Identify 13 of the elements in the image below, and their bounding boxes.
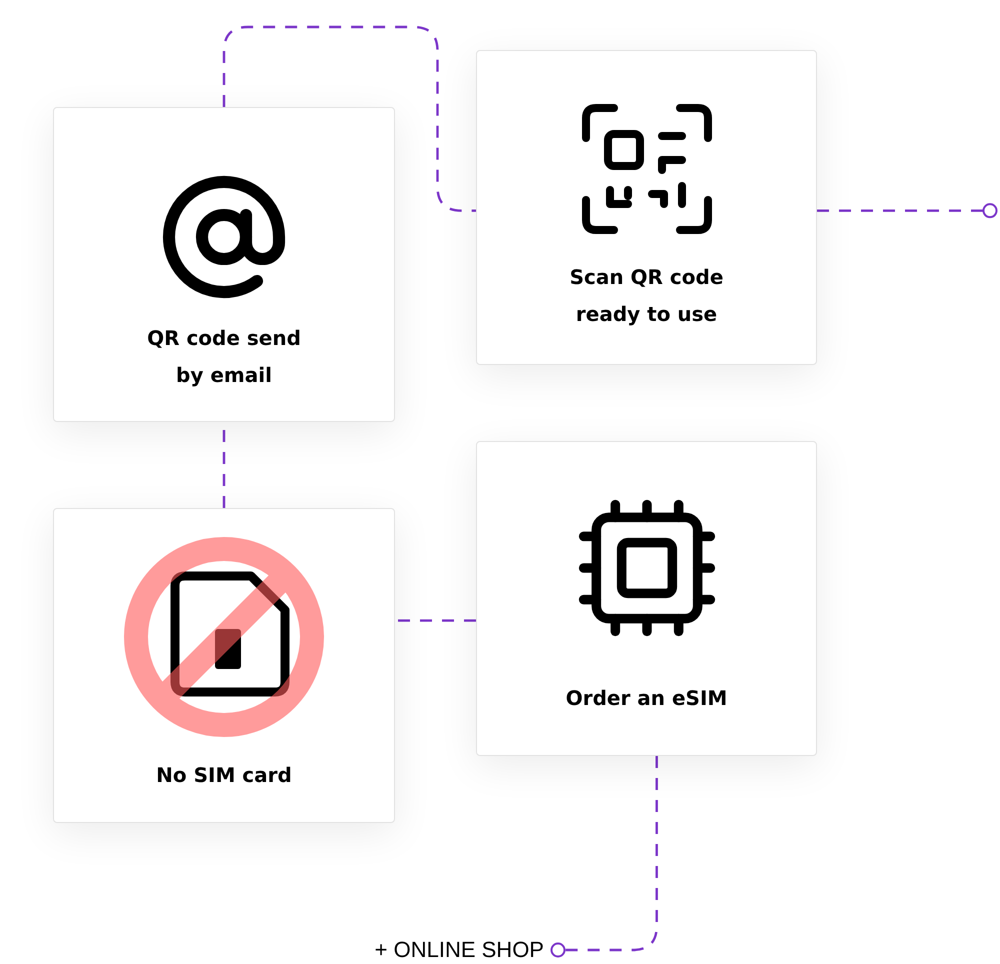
dashed-connector [817, 203, 998, 218]
step-label: No SIM card [156, 762, 292, 789]
step-card [53, 508, 395, 823]
node-label: + ONLINE SHOP [374, 936, 545, 964]
step-card [476, 441, 817, 756]
step-card [476, 50, 817, 365]
step-label: Order an eSIM [566, 685, 728, 712]
step-label: QR code send by email [146, 325, 302, 389]
dashed-connector [395, 619, 476, 622]
step-label: Scan QR code ready to use [568, 264, 724, 328]
dashed-connector [222, 26, 476, 212]
step-card [53, 107, 395, 422]
dashed-connector [550, 756, 658, 958]
